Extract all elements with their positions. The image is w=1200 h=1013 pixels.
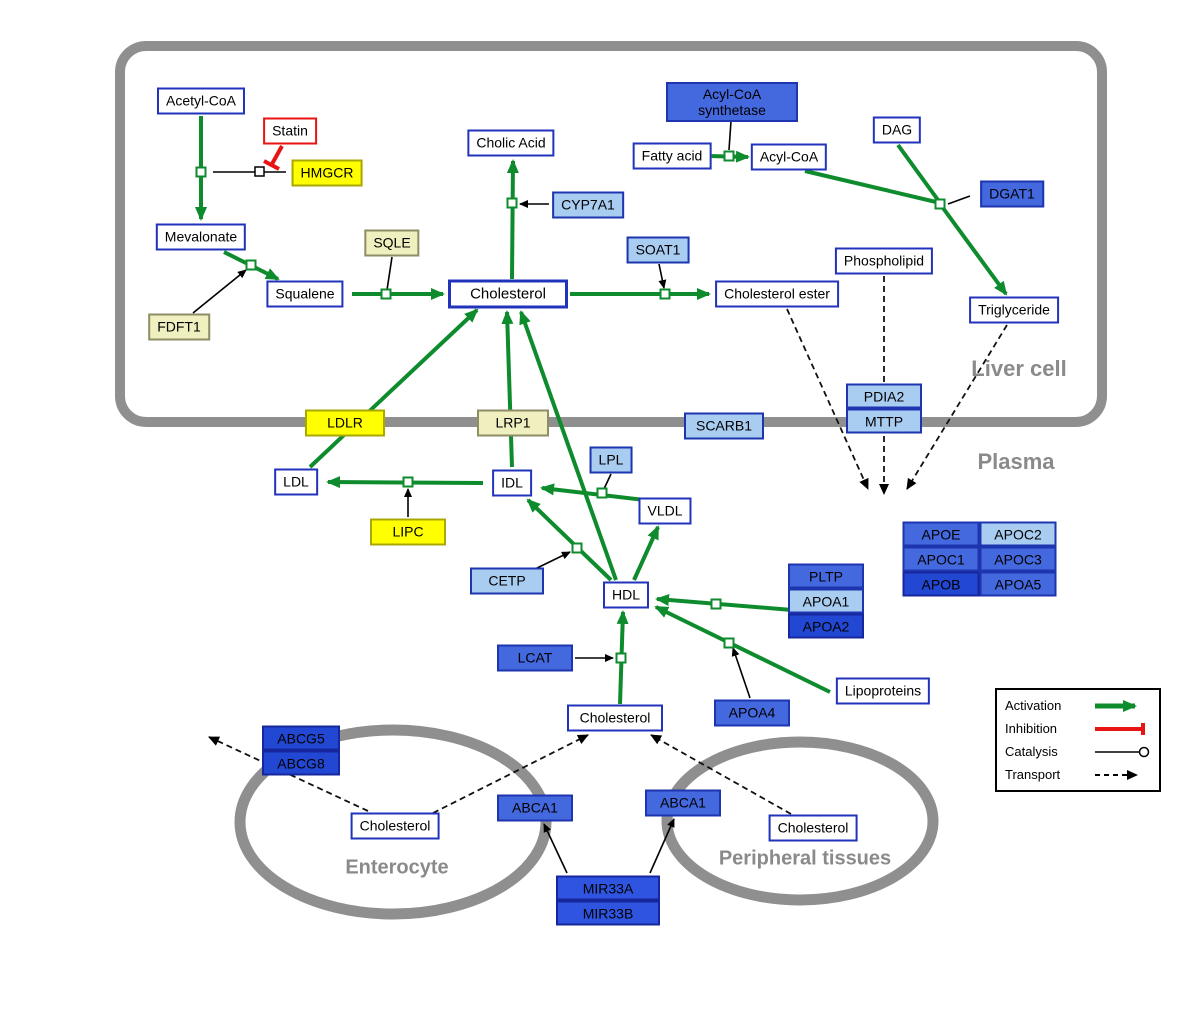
node-cholic-acid[interactable]: Cholic Acid xyxy=(467,129,555,157)
node-cyp7a1[interactable]: CYP7A1 xyxy=(552,191,624,219)
catalysis-edges xyxy=(192,120,971,874)
node-cholesterol-liver[interactable]: Cholesterol xyxy=(448,279,568,309)
peripheral-tissues-label: Peripheral tissues xyxy=(718,847,892,870)
node-ldlr[interactable]: LDLR xyxy=(305,409,385,437)
legend-inhibition-label: Inhibition xyxy=(1005,721,1058,736)
node-lpl[interactable]: LPL xyxy=(589,446,633,474)
node-fatty-acid[interactable]: Fatty acid xyxy=(632,142,712,170)
node-cholesterol-peripheral[interactable]: Cholesterol xyxy=(768,814,858,842)
node-dag[interactable]: DAG xyxy=(872,116,922,144)
node-cetp[interactable]: CETP xyxy=(470,567,544,595)
inhibition-tbar-icon xyxy=(1095,722,1145,735)
transport-edges xyxy=(208,276,1008,815)
node-pdia2[interactable]: PDIA2 xyxy=(846,383,922,409)
node-apoa2[interactable]: APOA2 xyxy=(788,613,864,639)
node-abcg5[interactable]: ABCG5 xyxy=(262,725,340,751)
node-apoa1[interactable]: APOA1 xyxy=(788,588,864,614)
node-dgat1[interactable]: DGAT1 xyxy=(980,180,1044,208)
catalysis-anchor xyxy=(254,166,265,177)
node-mir33b[interactable]: MIR33B xyxy=(556,900,660,926)
legend-transport-label: Transport xyxy=(1005,767,1061,782)
node-ldl[interactable]: LDL xyxy=(274,468,318,496)
node-vldl[interactable]: VLDL xyxy=(638,497,692,525)
node-lrp1[interactable]: LRP1 xyxy=(477,409,549,437)
node-fdft1[interactable]: FDFT1 xyxy=(148,313,210,341)
node-apoa5[interactable]: APOA5 xyxy=(979,571,1057,597)
node-cholesterol-plasma[interactable]: Cholesterol xyxy=(567,704,663,732)
legend-activation-label: Activation xyxy=(1005,698,1062,713)
legend-row-catalysis: Catalysis xyxy=(1005,744,1151,759)
liver-cell-membrane xyxy=(115,41,1107,427)
node-acyl-coa-synthetase[interactable]: Acyl-CoA synthetase xyxy=(666,82,798,122)
node-squalene[interactable]: Squalene xyxy=(266,280,344,308)
node-apoc1[interactable]: APOC1 xyxy=(902,546,980,572)
liver-cell-label: Liver cell xyxy=(971,356,1067,381)
node-apoc3[interactable]: APOC3 xyxy=(979,546,1057,572)
node-lipoproteins[interactable]: Lipoproteins xyxy=(835,677,931,705)
plasma-label: Plasma xyxy=(977,449,1055,474)
node-pltp[interactable]: PLTP xyxy=(788,563,864,589)
inhibition-edge xyxy=(263,145,284,171)
node-apoc2[interactable]: APOC2 xyxy=(979,521,1057,547)
peripheral-tissues-membrane xyxy=(661,736,939,906)
node-statin[interactable]: Statin xyxy=(263,117,317,145)
node-acyl-coa[interactable]: Acyl-CoA xyxy=(750,143,828,171)
legend: Activation Inhibition Catalysis Transpor… xyxy=(995,688,1161,792)
node-phospholipid[interactable]: Phospholipid xyxy=(834,247,934,275)
membranes xyxy=(115,41,1107,920)
activation-arrow-icon xyxy=(1095,699,1137,712)
node-apob[interactable]: APOB xyxy=(902,571,980,597)
node-idl[interactable]: IDL xyxy=(492,469,532,497)
reaction-nodes xyxy=(195,150,946,664)
node-triglyceride[interactable]: Triglyceride xyxy=(969,296,1059,324)
node-lipc[interactable]: LIPC xyxy=(370,518,446,546)
node-hdl[interactable]: HDL xyxy=(602,581,650,609)
node-abca1-enterocyte[interactable]: ABCA1 xyxy=(497,794,573,822)
node-apoe[interactable]: APOE xyxy=(902,521,980,547)
node-mevalonate[interactable]: Mevalonate xyxy=(155,223,247,251)
node-sqle[interactable]: SQLE xyxy=(364,229,420,257)
node-abcg8[interactable]: ABCG8 xyxy=(262,750,340,776)
transport-arrow-icon xyxy=(1095,769,1138,780)
node-mir33a[interactable]: MIR33A xyxy=(556,875,660,901)
node-cholesterol-enterocyte[interactable]: Cholesterol xyxy=(350,812,440,840)
node-abca1-peripheral[interactable]: ABCA1 xyxy=(645,789,721,817)
node-apoa4[interactable]: APOA4 xyxy=(714,699,790,727)
enterocyte-membrane xyxy=(234,724,552,920)
legend-row-activation: Activation xyxy=(1005,698,1151,713)
legend-row-transport: Transport xyxy=(1005,767,1151,782)
node-acetyl-coa[interactable]: Acetyl-CoA xyxy=(156,87,246,115)
node-scarb1[interactable]: SCARB1 xyxy=(684,412,764,440)
node-soat1[interactable]: SOAT1 xyxy=(626,236,690,264)
node-lcat[interactable]: LCAT xyxy=(497,644,573,672)
enterocyte-label: Enterocyte xyxy=(345,856,449,879)
node-cholesterol-ester[interactable]: Cholesterol ester xyxy=(715,280,839,308)
node-hmgcr[interactable]: HMGCR xyxy=(291,159,363,187)
legend-catalysis-label: Catalysis xyxy=(1005,744,1058,759)
catalysis-circle-icon xyxy=(1095,746,1150,757)
node-mttp[interactable]: MTTP xyxy=(846,408,922,434)
legend-row-inhibition: Inhibition xyxy=(1005,721,1151,736)
